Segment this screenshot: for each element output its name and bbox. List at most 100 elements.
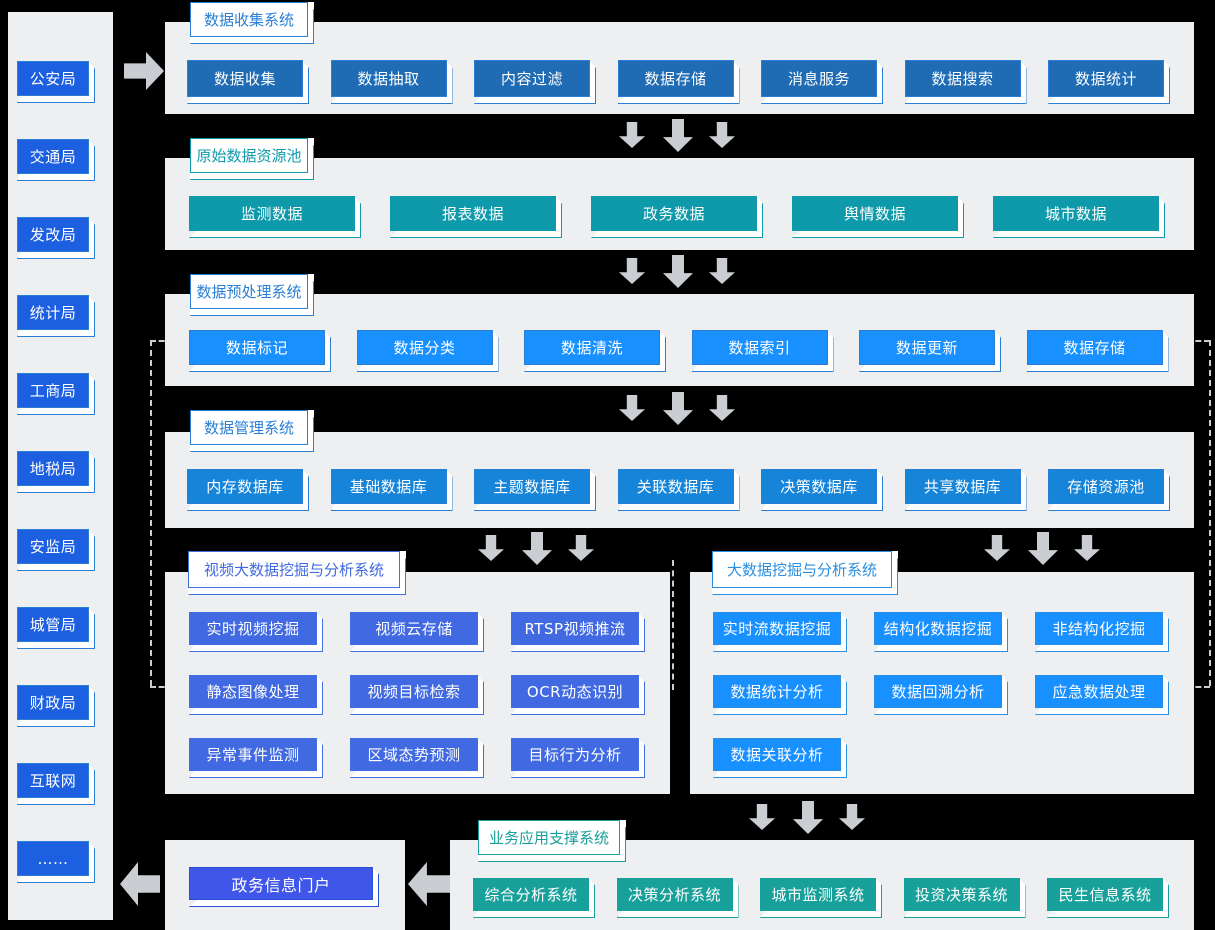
mining-item-6[interactable]: 应急数据处理	[1034, 674, 1170, 716]
mining-item-4-label: 数据统计分析	[730, 683, 824, 701]
business-item-3[interactable]: 城市监测系统	[759, 877, 883, 919]
arrow-pool-to-preprocess-center	[663, 255, 693, 288]
business-item-4[interactable]: 投资决策系统	[903, 877, 1027, 919]
arrow-manage-to-mining-left	[984, 535, 1010, 561]
portal-item-1[interactable]: 政务信息门户	[188, 866, 380, 908]
collect-item-6[interactable]: 数据搜索	[904, 59, 1028, 105]
video-item-7[interactable]: 异常事件监测	[188, 737, 324, 779]
preprocess-item-6[interactable]: 数据存储	[1026, 329, 1170, 373]
arrow-preprocess-to-manage-center	[663, 392, 693, 425]
mining-item-2[interactable]: 结构化数据挖掘	[873, 611, 1009, 653]
mining-item-7-label: 数据关联分析	[730, 746, 824, 764]
pool-item-2-label: 报表数据	[441, 205, 504, 223]
sidebar-item-2-label: 交通局	[29, 148, 77, 166]
sidebar-item-10[interactable]: 互联网	[16, 762, 96, 806]
manage-item-5-label: 决策数据库	[780, 478, 858, 496]
collect-item-2-label: 数据抽取	[357, 70, 420, 88]
mining-item-5-label: 数据回溯分析	[891, 683, 985, 701]
sidebar-item-3[interactable]: 发改局	[16, 216, 96, 260]
arrow-mining-to-business-right	[839, 804, 865, 830]
mining-item-4[interactable]: 数据统计分析	[712, 674, 848, 716]
pool-item-2[interactable]: 报表数据	[389, 195, 563, 239]
mining-item-3[interactable]: 非结构化挖掘	[1034, 611, 1170, 653]
manage-item-5[interactable]: 决策数据库	[760, 468, 884, 512]
collect-item-6-label: 数据搜索	[931, 70, 994, 88]
tab-pool: 原始数据资源池	[190, 138, 314, 180]
collect-item-1[interactable]: 数据收集	[186, 59, 310, 105]
mining-item-5[interactable]: 数据回溯分析	[873, 674, 1009, 716]
video-item-3[interactable]: RTSP视频推流	[510, 611, 646, 653]
sidebar-item-9-label: 财政局	[29, 694, 77, 712]
arrow-manage-to-mining-right	[1074, 535, 1100, 561]
collect-item-4[interactable]: 数据存储	[617, 59, 741, 105]
tab-manage-label: 数据管理系统	[203, 419, 294, 437]
sidebar-item-3-label: 发改局	[29, 226, 77, 244]
collect-item-1-label: 数据收集	[213, 70, 276, 88]
preprocess-item-4[interactable]: 数据索引	[691, 329, 835, 373]
video-item-2[interactable]: 视频云存储	[349, 611, 485, 653]
video-item-9[interactable]: 目标行为分析	[510, 737, 646, 779]
sidebar-item-4[interactable]: 统计局	[16, 294, 96, 338]
manage-item-1[interactable]: 内存数据库	[186, 468, 310, 512]
collect-item-5[interactable]: 消息服务	[760, 59, 884, 105]
sidebar-item-7[interactable]: 安监局	[16, 528, 96, 572]
preprocess-item-3[interactable]: 数据清洗	[523, 329, 667, 373]
manage-item-4[interactable]: 关联数据库	[617, 468, 741, 512]
sidebar-item-11[interactable]: ……	[16, 840, 96, 884]
video-item-4[interactable]: 静态图像处理	[188, 674, 324, 716]
sidebar-item-9[interactable]: 财政局	[16, 684, 96, 728]
dashed-guide-right-bottom-stub	[1178, 686, 1210, 688]
pool-item-1-label: 监测数据	[240, 205, 303, 223]
tab-collect-label: 数据收集系统	[203, 11, 294, 29]
sidebar-item-6[interactable]: 地税局	[16, 450, 96, 494]
arrow-pool-to-preprocess-left	[619, 258, 645, 284]
tab-preprocess: 数据预处理系统	[190, 274, 314, 316]
arrow-mining-to-business-center	[793, 801, 823, 834]
preprocess-item-2[interactable]: 数据分类	[356, 329, 500, 373]
mining-item-6-label: 应急数据处理	[1052, 683, 1146, 701]
collect-item-2[interactable]: 数据抽取	[330, 59, 454, 105]
business-item-5[interactable]: 民生信息系统	[1046, 877, 1170, 919]
dashed-guide-mid-left	[672, 560, 674, 690]
pool-item-1[interactable]: 监测数据	[188, 195, 362, 239]
mining-item-1[interactable]: 实时流数据挖掘	[712, 611, 848, 653]
pool-item-5[interactable]: 城市数据	[992, 195, 1166, 239]
preprocess-item-5[interactable]: 数据更新	[858, 329, 1002, 373]
business-item-1[interactable]: 综合分析系统	[472, 877, 596, 919]
sidebar-item-8[interactable]: 城管局	[16, 606, 96, 650]
business-item-1-label: 综合分析系统	[484, 886, 578, 904]
sidebar-item-2[interactable]: 交通局	[16, 138, 96, 182]
collect-item-3[interactable]: 内容过滤	[473, 59, 597, 105]
dashed-guide-right-top-stub	[1178, 340, 1210, 342]
tab-video: 视频大数据挖掘与分析系统	[188, 551, 406, 595]
preprocess-item-1[interactable]: 数据标记	[188, 329, 332, 373]
sidebar-item-5[interactable]: 工商局	[16, 372, 96, 416]
sidebar-item-1[interactable]: 公安局	[16, 60, 96, 104]
video-item-5[interactable]: 视频目标检索	[349, 674, 485, 716]
mining-item-1-label: 实时流数据挖掘	[722, 620, 832, 638]
video-item-8[interactable]: 区域态势预测	[349, 737, 485, 779]
manage-item-2[interactable]: 基础数据库	[330, 468, 454, 512]
video-item-6[interactable]: OCR动态识别	[510, 674, 646, 716]
manage-item-7[interactable]: 存储资源池	[1047, 468, 1171, 512]
arrow-preprocess-to-manage-left	[619, 395, 645, 421]
arrow-sources-to-collect	[124, 52, 164, 90]
video-item-1[interactable]: 实时视频挖掘	[188, 611, 324, 653]
tab-preprocess-label: 数据预处理系统	[196, 283, 302, 301]
preprocess-item-2-label: 数据分类	[393, 339, 456, 357]
business-item-5-label: 民生信息系统	[1058, 886, 1152, 904]
pool-item-3[interactable]: 政务数据	[590, 195, 764, 239]
manage-item-3[interactable]: 主题数据库	[473, 468, 597, 512]
mining-item-7[interactable]: 数据关联分析	[712, 737, 848, 779]
pool-item-3-label: 政务数据	[642, 205, 705, 223]
business-item-2[interactable]: 决策分析系统	[616, 877, 740, 919]
tab-business-label: 业务应用支撑系统	[488, 829, 609, 847]
pool-item-4[interactable]: 舆情数据	[791, 195, 965, 239]
manage-item-6[interactable]: 共享数据库	[904, 468, 1028, 512]
dashed-guide-left	[150, 340, 152, 686]
tab-collect: 数据收集系统	[190, 2, 314, 44]
collect-item-7[interactable]: 数据统计	[1047, 59, 1171, 105]
pool-item-5-label: 城市数据	[1044, 205, 1107, 223]
video-item-2-label: 视频云存储	[375, 620, 453, 638]
video-item-1-label: 实时视频挖掘	[206, 620, 300, 638]
